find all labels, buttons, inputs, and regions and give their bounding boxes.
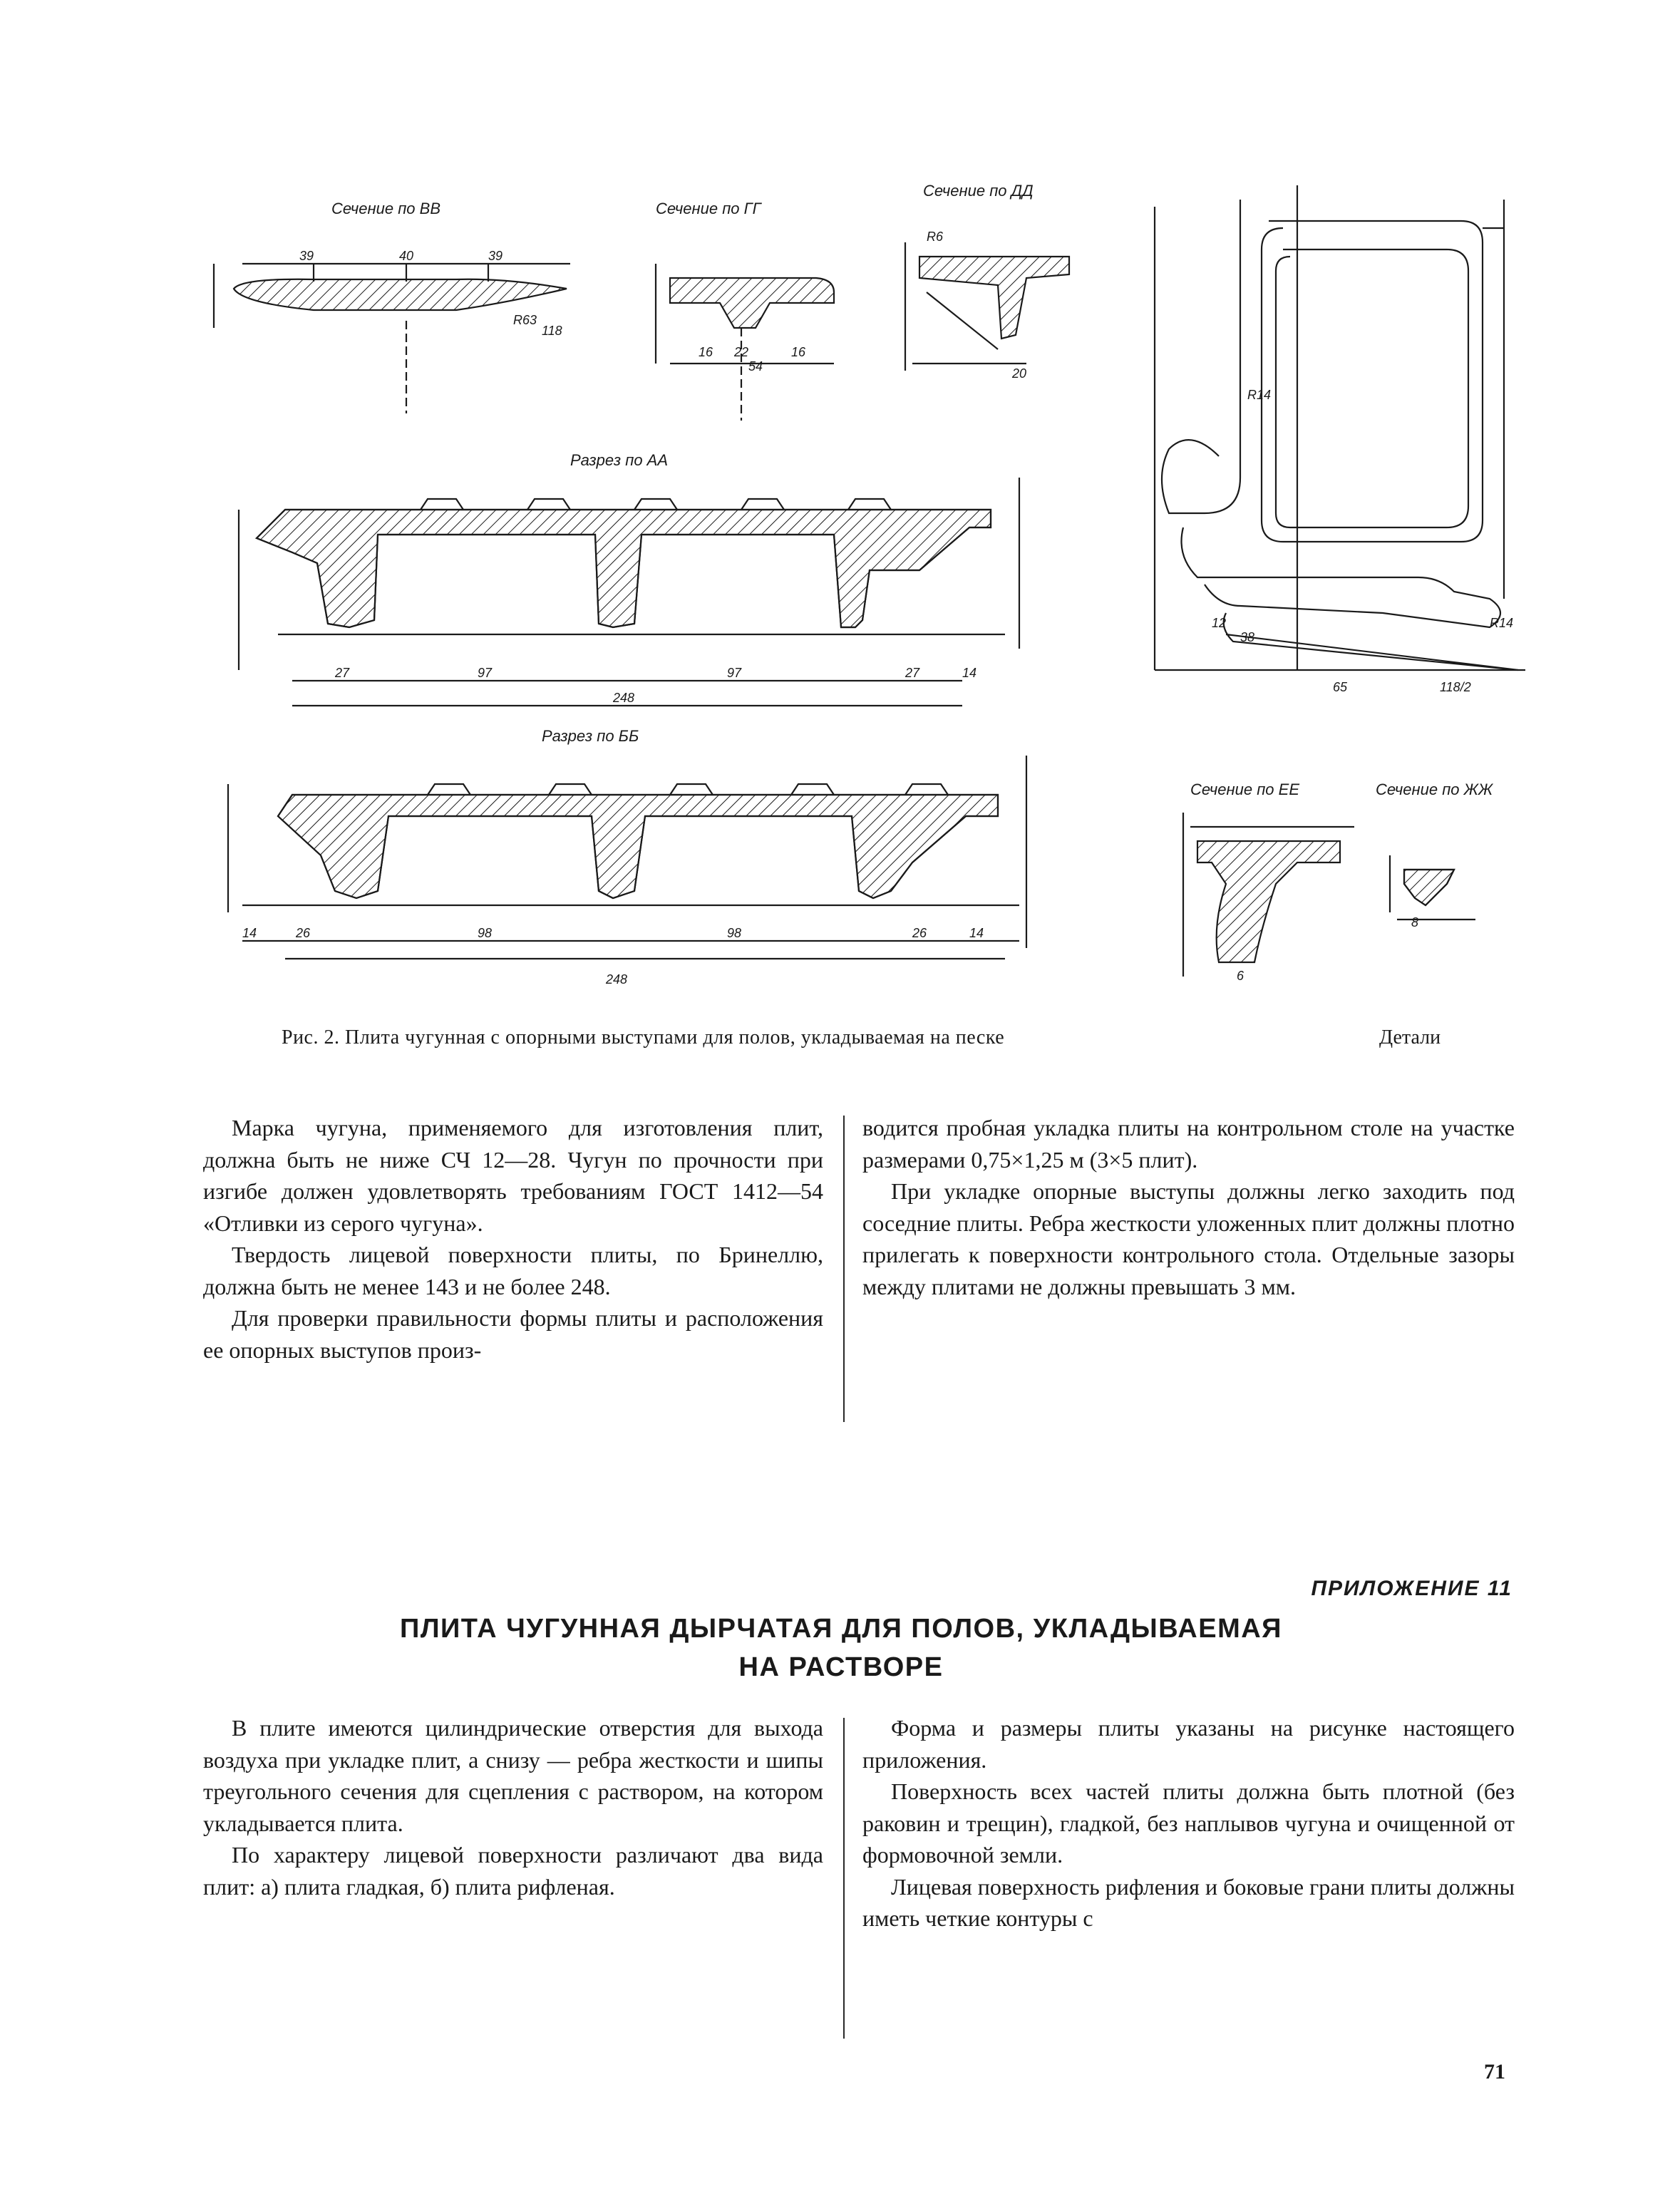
figure-caption: Рис. 2. Плита чугунная с опорными выступ… [282,1026,1005,1049]
svg-text:40: 40 [399,249,413,263]
svg-text:14: 14 [969,926,984,940]
label-section-dd: Сечение по ДД [923,182,1034,200]
svg-text:14: 14 [242,926,257,940]
svg-text:65: 65 [1333,680,1348,694]
paragraph: Марка чугуна, применяемого для изготовле… [203,1115,823,1236]
svg-text:39: 39 [488,249,503,263]
section-heading: ПЛИТА ЧУГУННАЯ ДЫРЧАТАЯ ДЛЯ ПОЛОВ, УКЛАД… [214,1609,1468,1686]
svg-text:54: 54 [748,359,763,374]
label-cut-bb: Разрез по ББ [542,727,639,745]
label-section-zhzh: Сечение по ЖЖ [1376,781,1493,798]
svg-text:118/2: 118/2 [1440,680,1471,694]
svg-text:12: 12 [1212,616,1226,630]
label-cut-aa: Разрез по АА [570,451,669,469]
detail-drawing [1153,185,1525,671]
label-section-ee: Сечение по ЕЕ [1190,781,1300,798]
drawing-canvas: 39 40 39 118 R63 16 22 16 54 20 R6 27 97… [212,185,1525,987]
upper-right-column: водится пробная укладка плиты на контрол… [862,1112,1515,1302]
svg-text:27: 27 [905,666,920,680]
svg-text:R14: R14 [1247,388,1271,402]
label-section-vv: Сечение по ВВ [331,200,441,217]
svg-text:38: 38 [1240,630,1254,644]
svg-text:14: 14 [962,666,976,680]
svg-text:248: 248 [605,972,627,987]
label-section-gg: Сечение по ГГ [656,200,761,217]
section-dd-drawing [904,242,1071,371]
figure-caption-detail: Детали [1379,1026,1441,1049]
lower-left-column: В плите имеются цилиндрические отверстия… [203,1712,823,1902]
column-divider [843,1116,845,1422]
heading-line-2: НА РАСТВОРЕ [738,1652,944,1682]
svg-text:248: 248 [612,691,634,705]
paragraph: При укладке опорные выступы должны легко… [862,1178,1515,1299]
paragraph: Для проверки правильности формы плиты и … [203,1305,823,1363]
column-divider [843,1718,845,2039]
svg-text:16: 16 [791,345,806,359]
svg-text:26: 26 [912,926,927,940]
cut-bb-drawing [227,756,1028,960]
svg-text:R6: R6 [927,230,944,244]
svg-text:22: 22 [733,345,748,359]
svg-text:97: 97 [478,666,493,680]
section-gg-drawing [654,264,835,421]
svg-text:118: 118 [542,324,562,338]
svg-text:R63: R63 [513,313,537,327]
svg-text:R14: R14 [1490,616,1513,630]
svg-text:20: 20 [1011,366,1026,381]
section-vv-drawing [212,262,570,413]
paragraph: По характеру лицевой поверхности различа… [203,1842,823,1900]
paragraph: Лицевая поверхность рифления и боковые г… [862,1873,1515,1932]
section-ee-drawing [1182,813,1354,977]
paragraph: Твердость лицевой поверхности плиты, по … [203,1242,823,1299]
svg-text:8: 8 [1411,915,1418,929]
svg-text:98: 98 [478,926,492,940]
svg-text:26: 26 [295,926,311,940]
page-number: 71 [1484,2060,1505,2084]
section-zhzh-drawing [1388,855,1475,921]
cut-aa-drawing [237,478,1021,707]
upper-left-column: Марка чугуна, применяемого для изготовле… [203,1112,823,1366]
heading-line-1: ПЛИТА ЧУГУННАЯ ДЫРЧАТАЯ ДЛЯ ПОЛОВ, УКЛАД… [400,1614,1282,1644]
svg-text:27: 27 [334,666,350,680]
svg-text:39: 39 [299,249,314,263]
svg-text:6: 6 [1237,969,1244,983]
paragraph: В плите имеются цилиндрические отверстия… [203,1715,823,1836]
paragraph: Форма и размеры плиты указаны на рисунке… [862,1715,1515,1773]
paragraph: водится пробная укладка плиты на контрол… [862,1115,1515,1173]
svg-text:16: 16 [699,345,713,359]
lower-right-column: Форма и размеры плиты указаны на рисунке… [862,1712,1515,1935]
paragraph: Поверхность всех частей плиты должна быт… [862,1778,1515,1868]
svg-text:97: 97 [727,666,742,680]
technical-drawing: 39 40 39 118 R63 16 22 16 54 20 R6 27 97… [171,157,1525,1005]
appendix-label: ПРИЛОЖЕНИЕ 11 [1311,1577,1512,1600]
svg-text:98: 98 [727,926,741,940]
